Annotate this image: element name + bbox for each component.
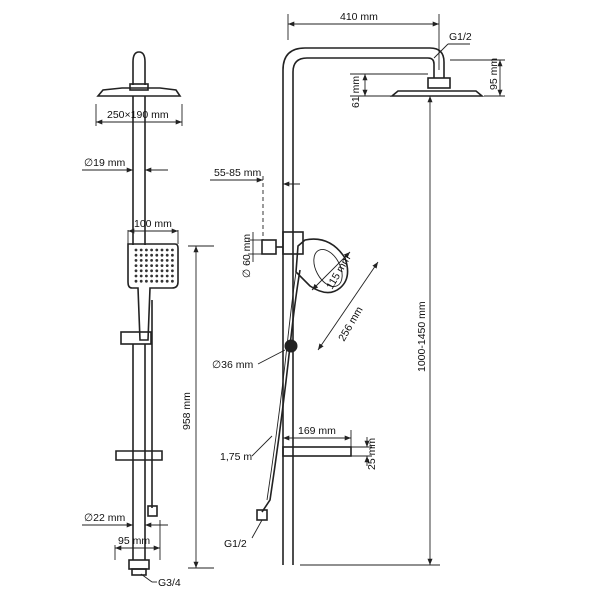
base-width-label: 95 mm bbox=[118, 535, 150, 547]
front-column-inner bbox=[292, 57, 435, 565]
nozzle-dot bbox=[139, 274, 143, 278]
nozzle-dot bbox=[134, 259, 138, 262]
holder-diameter-label: ∅ 60 mm bbox=[241, 234, 253, 278]
nozzle-dot bbox=[150, 269, 154, 273]
front-view: 410 mm G1/2 95 mm 61 mm 55-85 mm ∅ 60 mm… bbox=[210, 11, 505, 566]
nozzle-dot bbox=[171, 253, 174, 257]
side-shelf bbox=[115, 450, 163, 461]
side-top-arm bbox=[132, 51, 146, 85]
nozzle-dot bbox=[155, 248, 159, 252]
nozzle-dot bbox=[155, 259, 159, 262]
nozzle-dot bbox=[145, 279, 148, 283]
nozzle-dot bbox=[139, 259, 143, 262]
nozzle-dot bbox=[150, 248, 154, 252]
front-head-joint bbox=[427, 77, 451, 89]
nozzle-dot bbox=[155, 264, 159, 267]
nozzle-dot bbox=[160, 259, 164, 262]
nozzle-dot bbox=[139, 253, 143, 257]
thread-bottom-left-label: G1/2 bbox=[224, 538, 247, 550]
nozzle-dot bbox=[171, 269, 174, 273]
nozzle-dot bbox=[165, 259, 169, 262]
arm-length-label: 410 mm bbox=[340, 11, 378, 23]
nozzle-dot bbox=[145, 253, 148, 257]
head-offset-label: 61 mm bbox=[350, 76, 362, 108]
nozzle-dot bbox=[155, 279, 159, 283]
side-slider bbox=[120, 331, 152, 345]
nozzle-dot bbox=[134, 274, 138, 278]
nozzle-dot bbox=[171, 248, 174, 252]
nozzle-dot bbox=[139, 248, 143, 252]
nozzle-dot bbox=[134, 253, 138, 257]
nozzle-dot bbox=[139, 279, 143, 283]
nozzle-dot bbox=[134, 269, 138, 273]
nozzle-dot bbox=[150, 264, 154, 267]
nozzle-dot bbox=[160, 269, 164, 273]
nozzle-dot bbox=[171, 259, 174, 262]
nozzle-dot bbox=[134, 248, 138, 252]
nozzle-dot bbox=[160, 264, 164, 267]
hand-head-label: 115 mm bbox=[324, 253, 353, 291]
nozzle-dot bbox=[165, 269, 169, 273]
nozzle-dot bbox=[145, 274, 148, 278]
slider-diameter-label: ∅36 mm bbox=[212, 359, 253, 371]
front-column-outer bbox=[282, 47, 445, 565]
nozzle-dot bbox=[145, 259, 148, 262]
nozzle-dot bbox=[134, 264, 138, 267]
nozzle-dot bbox=[150, 274, 154, 278]
nozzle-dot bbox=[165, 253, 169, 257]
nozzle-dot bbox=[145, 264, 148, 267]
nozzle-dot bbox=[139, 269, 143, 273]
front-rain-head bbox=[389, 90, 485, 97]
nozzle-dot bbox=[160, 253, 164, 257]
nozzle-dot bbox=[171, 264, 174, 267]
thread-bottom-label: G3/4 bbox=[158, 577, 181, 589]
side-hose-nut bbox=[147, 505, 158, 517]
nozzle-dot bbox=[165, 279, 169, 283]
nozzle-dot bbox=[165, 248, 169, 252]
nozzle-dot bbox=[145, 269, 148, 273]
hose-length-label: 1,75 m bbox=[220, 451, 252, 463]
front-holder-clamp bbox=[282, 231, 304, 255]
wall-distance-label: 55-85 mm bbox=[214, 167, 262, 179]
side-bottom-nut bbox=[131, 568, 147, 576]
nozzle-dot bbox=[165, 264, 169, 267]
nozzle-dot bbox=[150, 253, 154, 257]
nozzle-dot bbox=[160, 274, 164, 278]
head-height-label: 95 mm bbox=[488, 58, 500, 90]
shelf-width-label: 169 mm bbox=[298, 425, 336, 437]
nozzle-dot bbox=[145, 248, 148, 252]
nozzle-dot bbox=[155, 253, 159, 257]
nozzle-dot bbox=[155, 274, 159, 278]
side-head-joint bbox=[129, 83, 149, 91]
nozzle-dot bbox=[150, 279, 154, 283]
nozzle-dot bbox=[171, 279, 174, 283]
nozzle-dot bbox=[160, 248, 164, 252]
front-hose bbox=[261, 269, 301, 513]
hand-length-label: 256 mm bbox=[336, 304, 365, 343]
front-wall-holder bbox=[261, 239, 277, 255]
nozzle-dot bbox=[150, 259, 154, 262]
mixer-height-label: 958 mm bbox=[181, 392, 193, 430]
lower-diameter-label: ∅22 mm bbox=[84, 512, 125, 524]
hand-width-label: 100 mm bbox=[134, 218, 172, 230]
side-view: 250×190 mm ∅19 mm 100 mm ∅22 mm 95 mm G3… bbox=[82, 51, 214, 589]
nozzle-dot bbox=[165, 274, 169, 278]
side-hand-grid bbox=[134, 248, 174, 283]
shelf-height-label: 25 mm bbox=[366, 438, 378, 470]
side-bottom-connector bbox=[128, 559, 150, 570]
nozzle-dot bbox=[139, 264, 143, 267]
pipe-diameter-label: ∅19 mm bbox=[84, 157, 125, 169]
nozzle-dot bbox=[171, 274, 174, 278]
side-rain-head bbox=[96, 87, 182, 97]
total-height-label: 1000-1450 mm bbox=[416, 301, 428, 372]
nozzle-dot bbox=[155, 269, 159, 273]
side-hand-shower bbox=[127, 243, 179, 341]
nozzle-dot bbox=[134, 279, 138, 283]
head-size-label: 250×190 mm bbox=[107, 109, 169, 121]
nozzle-dot bbox=[160, 279, 164, 283]
thread-top-label: G1/2 bbox=[449, 31, 472, 43]
